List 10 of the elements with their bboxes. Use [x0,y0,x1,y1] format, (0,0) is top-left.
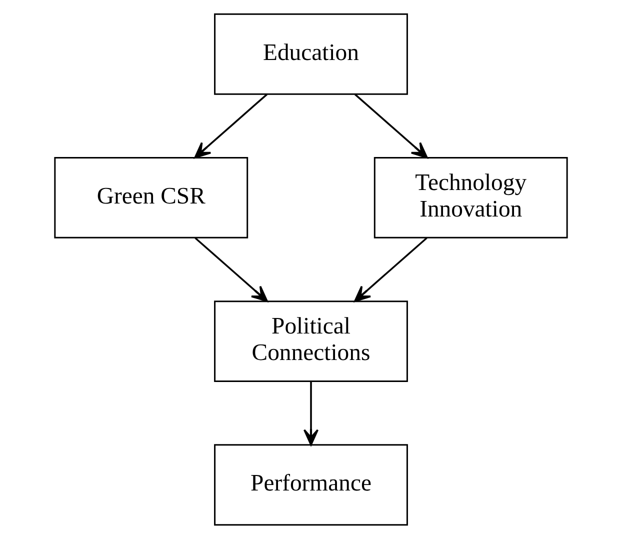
arrow [354,237,428,302]
node-box: Education [214,13,408,95]
arrow [194,237,268,302]
node-box: Performance [214,444,408,526]
node-box: Technology Innovation [374,157,568,238]
arrow [194,94,268,158]
arrow [354,94,428,158]
node-box: Green CSR [54,157,248,238]
arrow [303,382,319,446]
node-box: Political Connections [214,300,408,382]
